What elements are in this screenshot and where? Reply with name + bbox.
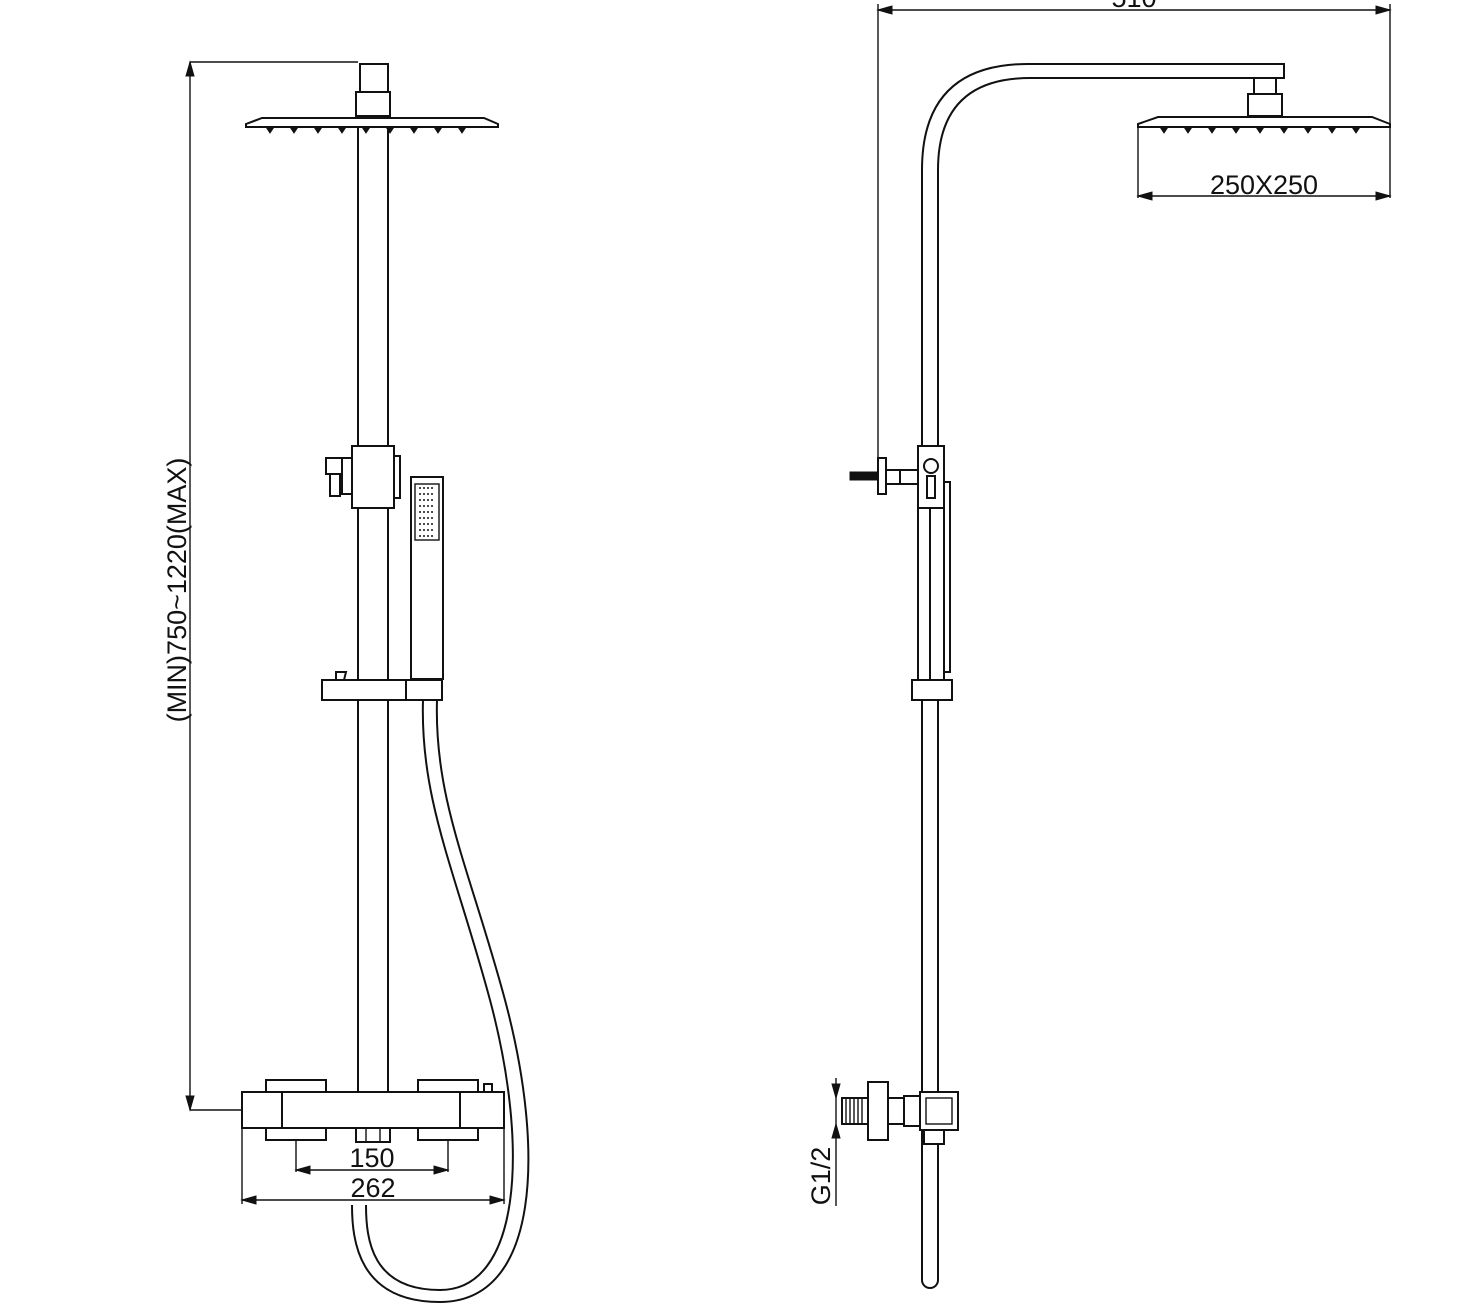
riser-and-arm-side (921, 63, 1285, 1289)
diverter-front (325, 445, 401, 509)
valve-spacing-dimension-line (294, 1140, 450, 1175)
inlet-connector-side (841, 1081, 959, 1145)
height-dimension-line (185, 60, 358, 1112)
valve-width-label: 262 (350, 1173, 395, 1203)
hand-shower-side (911, 481, 953, 701)
riser-pipe-front (357, 127, 389, 1092)
head-size-dimension-line (1136, 127, 1392, 201)
side-view: 510 250X250 (806, 0, 1392, 1289)
shower-hose (351, 699, 530, 1304)
slider-holder-front (321, 671, 443, 701)
hand-shower-front (410, 476, 444, 680)
arm-reach-label: 510 (1111, 0, 1156, 13)
head-size-label: 250X250 (1210, 170, 1318, 200)
inlet-thread-dimension-line (831, 1078, 841, 1206)
overhead-shower-head-front (245, 63, 499, 134)
valve-width-dimension-line (240, 1128, 506, 1205)
inlet-thread-label: G1/2 (806, 1147, 836, 1206)
diverter-side (849, 445, 945, 509)
valve-spacing-label: 150 (349, 1143, 394, 1173)
arm-reach-dimension-line (876, 4, 1392, 468)
shower-head-nozzles (265, 126, 467, 134)
overhead-shower-head-side (1137, 77, 1391, 134)
front-view: (MIN)750~1220(MAX) (162, 60, 530, 1304)
thermostatic-valve-front (241, 1079, 505, 1143)
height-range-label: (MIN)750~1220(MAX) (162, 458, 192, 723)
